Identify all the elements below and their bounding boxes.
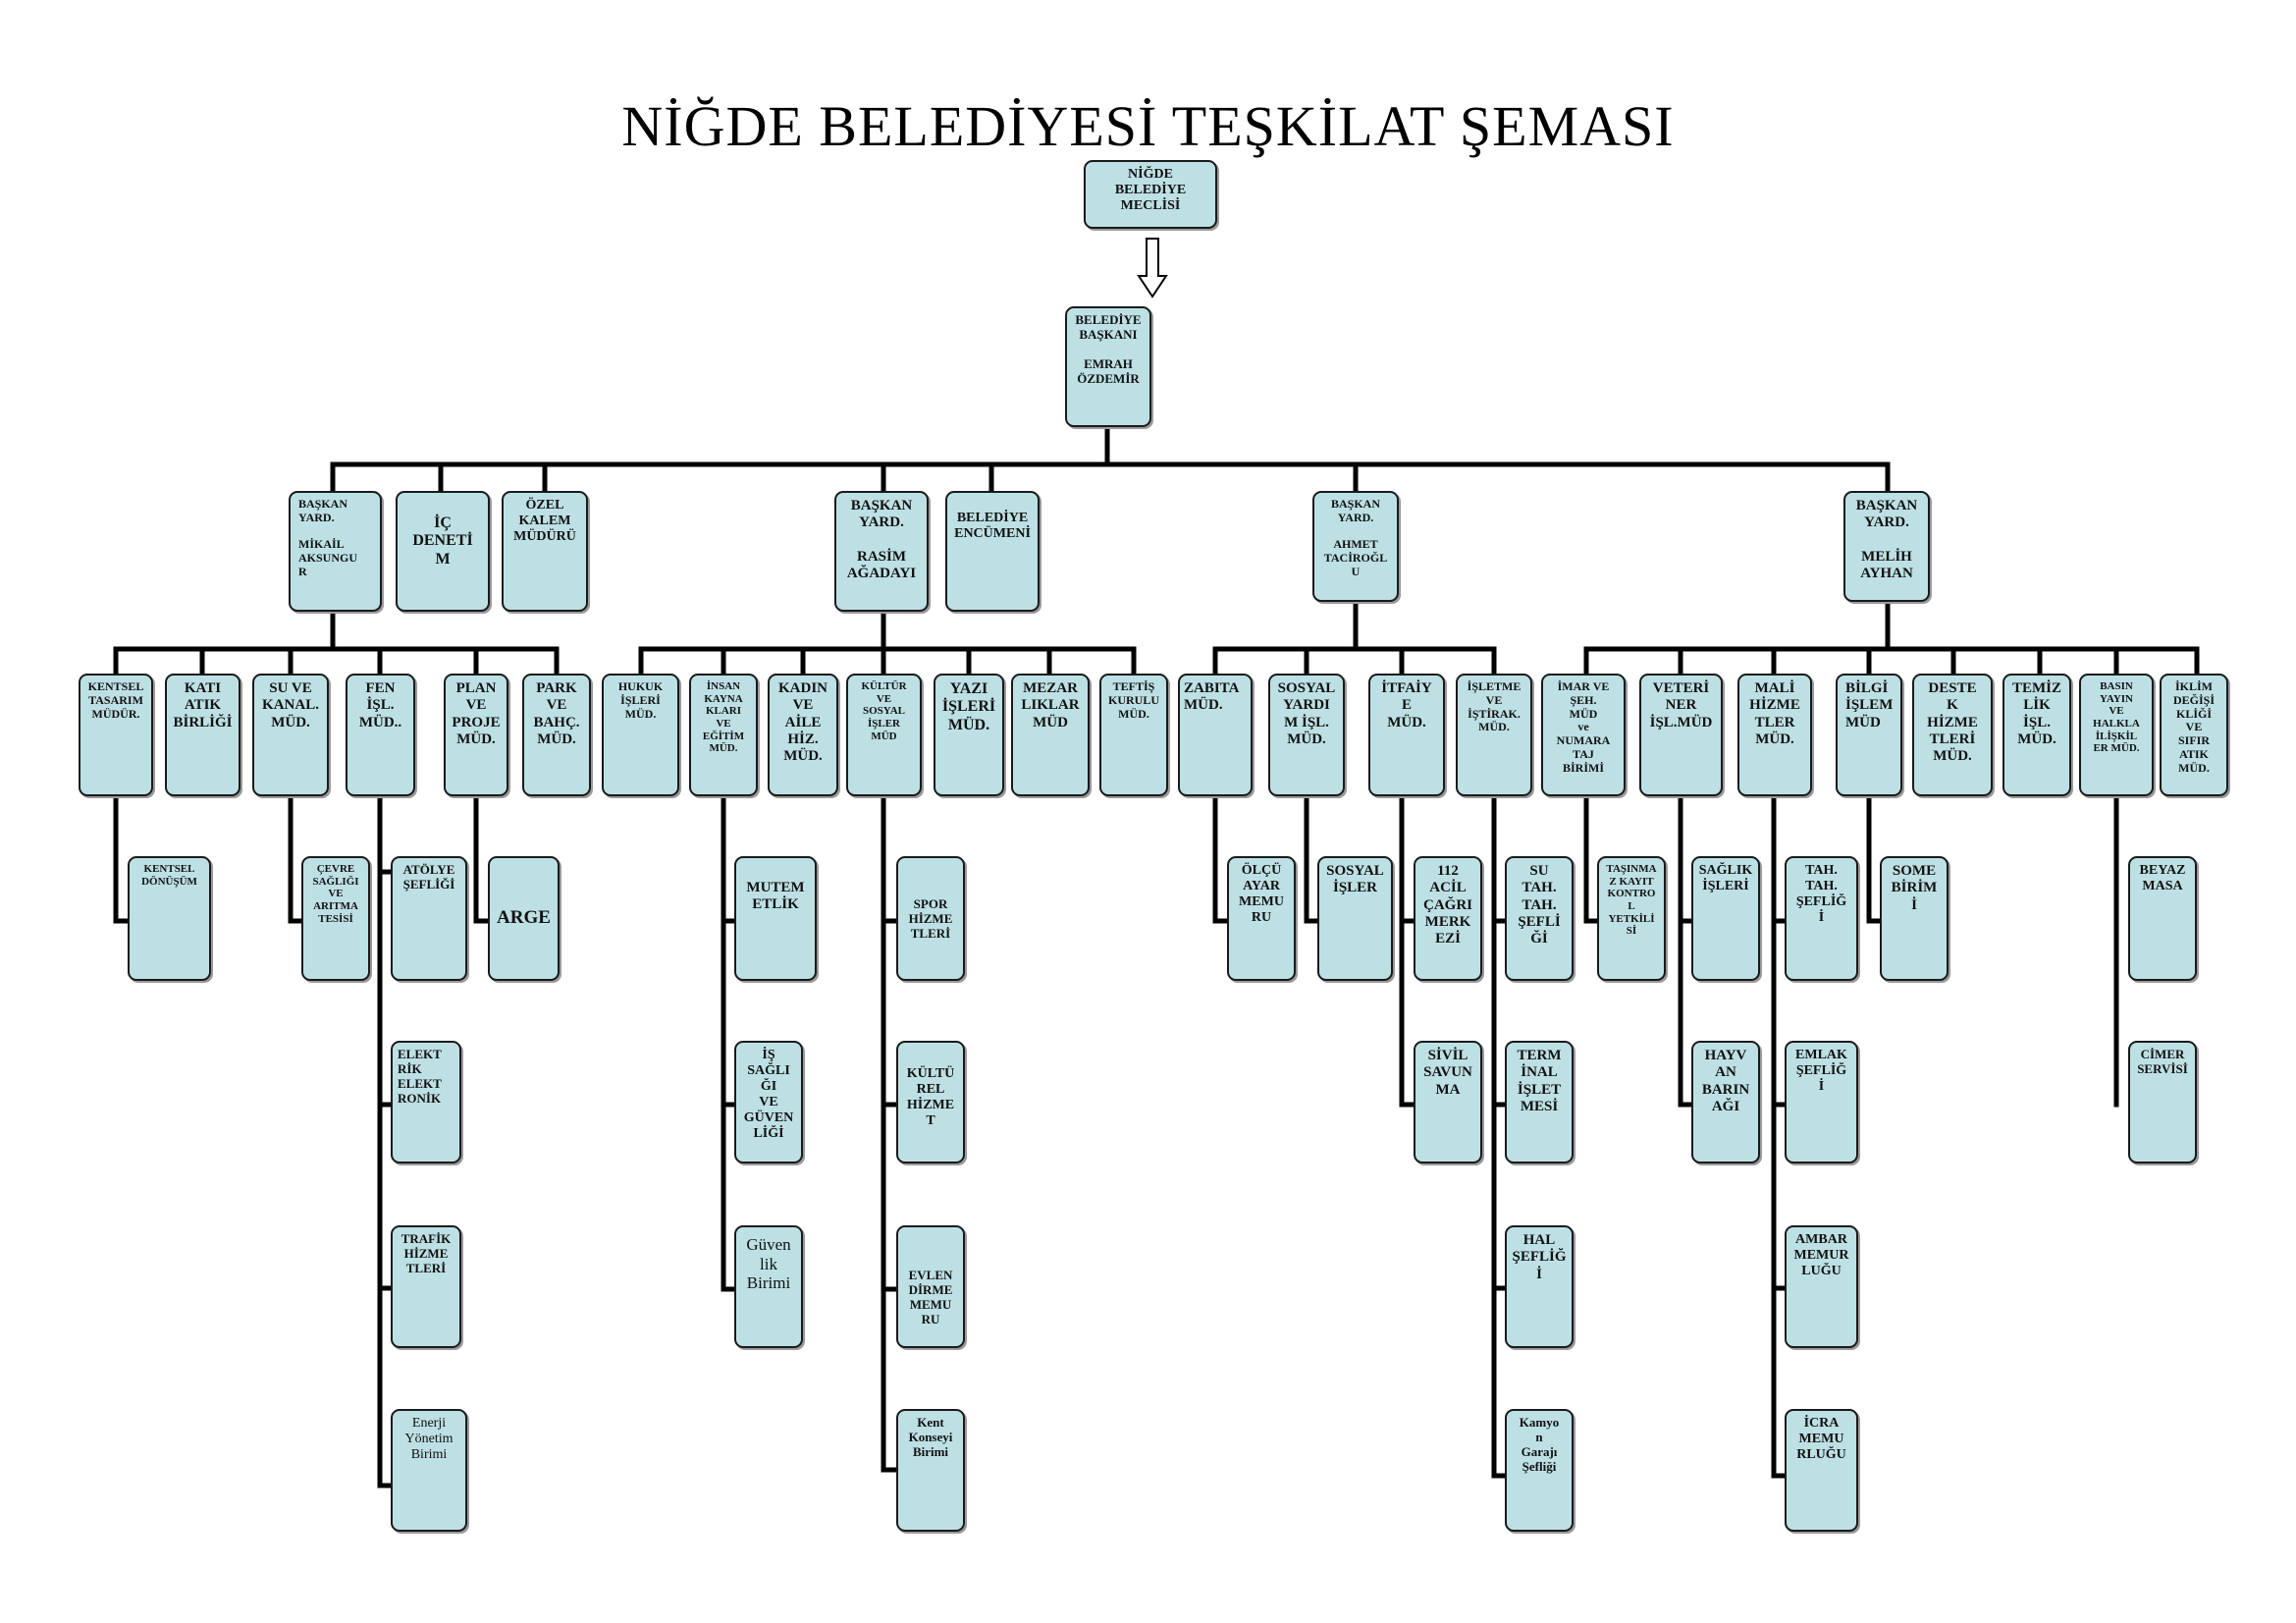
down-arrow-icon <box>1137 238 1168 298</box>
sosyal-yardim-box: SOSYAL YARDI M İŞL. MÜD. <box>1268 674 1345 796</box>
acil-cagri-box: 112 ACİL ÇAĞRI MERK EZİ <box>1414 856 1482 981</box>
imar-sehircilik-box: İMAR VE ŞEH. MÜD ve NUMARA TAJ BİRİMİ <box>1541 674 1626 796</box>
su-kanal-box: SU VE KANAL. MÜD. <box>252 674 329 796</box>
mutemetlik-box: MUTEM ETLİK <box>734 856 817 981</box>
mali-hizmetler-box: MALİ HİZME TLER MÜD. <box>1737 674 1812 796</box>
guvenlik-birimi-box: Güven lik Birimi <box>734 1225 803 1348</box>
bilgi-islem-box: BİLGİ İŞLEM MÜD <box>1836 674 1902 796</box>
mezarliklar-box: MEZAR LIKLAR MÜD <box>1011 674 1090 796</box>
is-sagligi-box: İŞ SAĞLI ĞI VE GÜVEN LİĞİ <box>734 1041 803 1163</box>
hukuk-isleri-box: HUKUK İŞLERİ MÜD. <box>602 674 679 796</box>
kent-konseyi-box: Kent Konseyi Birimi <box>896 1409 965 1532</box>
su-tahakkuk-box: SU TAH. TAH. ŞEFLİ Ğİ <box>1505 856 1574 981</box>
plan-proje-box: PLAN VE PROJE MÜD. <box>444 674 508 796</box>
cimer-servisi-box: CİMER SERVİSİ <box>2128 1041 2197 1163</box>
ic-denetim-box: İÇ DENETİ M <box>396 491 490 612</box>
kentsel-tasarim-box: KENTSEL TASARIM MÜDÜR. <box>79 674 153 796</box>
baskan-yardimcisi-ahmet-box: BAŞKAN YARD. AHMET TACİROĞL U <box>1312 491 1399 602</box>
basin-yayin-box: BASIN YAYIN VE HALKLA İLİŞKİL ER MÜD. <box>2079 674 2154 796</box>
insan-kaynaklari-box: İNSAN KAYNA KLARI VE EĞİTİM MÜD. <box>689 674 758 796</box>
trafik-hizmetleri-box: TRAFİK HİZME TLERİ <box>391 1225 461 1348</box>
icra-memurlugu-box: İCRA MEMU RLUĞU <box>1785 1409 1858 1532</box>
spor-hizmetleri-box: SPOR HİZME TLERİ <box>896 856 965 981</box>
cevre-sagligi-box: ÇEVRE SAĞLIĞI VE ARITMA TESİSİ <box>301 856 370 981</box>
isletme-istirak-box: İŞLETME VE İŞTİRAK. MÜD. <box>1456 674 1532 796</box>
tahsilat-tahakkuk-box: TAH. TAH. ŞEFLİĞ İ <box>1785 856 1858 981</box>
hal-sefligi-box: HAL ŞEFLİĞ İ <box>1505 1225 1574 1348</box>
kulturel-hizmet-box: KÜLTÜ REL HİZME T <box>896 1041 965 1163</box>
some-birimi-box: SOME BİRİM İ <box>1880 856 1949 981</box>
kentsel-donusum-box: KENTSEL DÖNÜŞÜM <box>128 856 211 981</box>
baskan-yardimcisi-rasim-box: BAŞKAN YARD. RASİM AĞADAYI <box>834 491 929 612</box>
yazi-isleri-box: YAZI İŞLERİ MÜD. <box>934 674 1004 796</box>
arge-box: ARGE <box>488 856 560 981</box>
evlendirme-memuru-box: EVLEN DİRME MEMU RU <box>896 1225 965 1348</box>
ozel-kalem-box: ÖZEL KALEM MÜDÜRÜ <box>502 491 588 612</box>
kultur-sosyal-box: KÜLTÜR VE SOSYAL İŞLER MÜD <box>846 674 922 796</box>
veteriner-box: VETERİ NER İŞL.MÜD <box>1639 674 1723 796</box>
saglik-isleri-box: SAĞLIK İŞLERİ <box>1691 856 1760 981</box>
sosyal-isler-box: SOSYAL İŞLER <box>1317 856 1393 981</box>
sivil-savunma-box: SİVİL SAVUN MA <box>1414 1041 1482 1163</box>
baskan-box: BELEDİYE BAŞKANI EMRAH ÖZDEMİR <box>1065 306 1151 427</box>
beyaz-masa-box: BEYAZ MASA <box>2128 856 2197 981</box>
temizlik-isleri-box: TEMİZ LİK İŞL. MÜD. <box>2002 674 2071 796</box>
olcu-ayar-box: ÖLÇÜ AYAR MEMU RU <box>1227 856 1296 981</box>
iklim-degisikligi-box: İKLİM DEĞİŞİ KLİĞİ VE SIFIR ATIK MÜD. <box>2160 674 2228 796</box>
kamyon-garaji-box: Kamyo n Garajı Şefliği <box>1505 1409 1574 1532</box>
hayvan-barinagi-box: HAYV AN BARIN AĞI <box>1691 1041 1760 1163</box>
elektrik-elektronik-box: ELEKT RİK ELEKT RONİK <box>391 1041 461 1163</box>
teftis-kurulu-box: TEFTİŞ KURULU MÜD. <box>1099 674 1168 796</box>
kati-atik-box: KATI ATIK BİRLİĞİ <box>165 674 240 796</box>
zabita-box: ZABITA MÜD. <box>1178 674 1253 796</box>
encumen-box: BELEDİYE ENCÜMENİ <box>945 491 1040 612</box>
diagram-title: NİĞDE BELEDİYESİ TEŞKİLAT ŞEMASI <box>621 94 1675 158</box>
kadin-aile-box: KADIN VE AİLE HİZ. MÜD. <box>768 674 838 796</box>
terminal-isletmesi-box: TERM İNAL İŞLET MESİ <box>1505 1041 1574 1163</box>
atolye-sefligi-box: ATÖLYE ŞEFLİĞİ <box>391 856 467 981</box>
fen-isleri-box: FEN İŞL. MÜD.. <box>346 674 415 796</box>
destek-hizmetleri-box: DESTE K HİZME TLERİ MÜD. <box>1912 674 1993 796</box>
tasinmaz-kayit-box: TAŞINMA Z KAYIT KONTRO L YETKİLİ Sİ <box>1597 856 1666 981</box>
baskan-yardimcisi-mikail-box: BAŞKAN YARD. MİKAİL AKSUNGU R <box>289 491 382 612</box>
enerji-yonetim-box: Enerji Yönetim Birimi <box>391 1409 467 1532</box>
itfaiye-box: İTFAİY E MÜD. <box>1368 674 1445 796</box>
baskan-yardimcisi-melih-box: BAŞKAN YARD. MELİH AYHAN <box>1843 491 1930 602</box>
emlak-sefligi-box: EMLAK ŞEFLİĞ İ <box>1785 1041 1858 1163</box>
meclis-box: NİĞDE BELEDİYE MECLİSİ <box>1084 160 1217 229</box>
park-bahce-box: PARK VE BAHÇ. MÜD. <box>522 674 591 796</box>
ambar-memurlugu-box: AMBAR MEMUR LUĞU <box>1785 1225 1858 1348</box>
